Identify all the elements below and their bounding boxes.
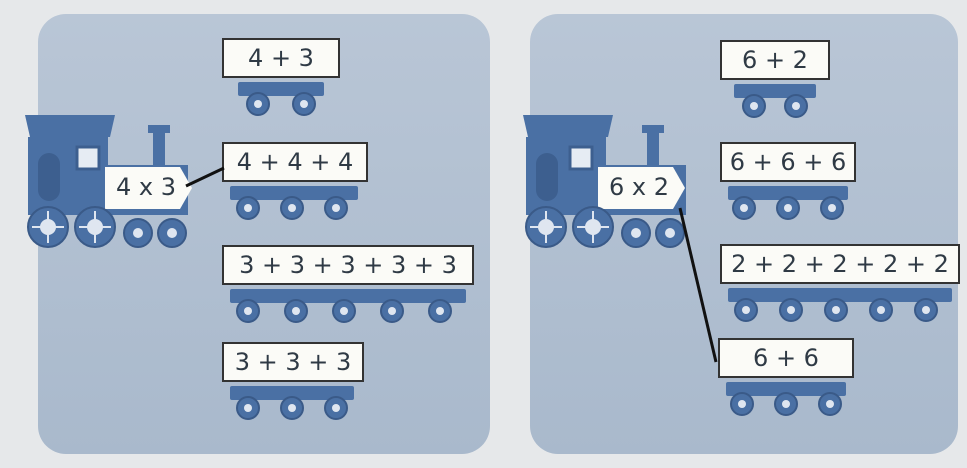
left-connector-line	[186, 168, 224, 186]
right-connector-line	[680, 208, 716, 362]
